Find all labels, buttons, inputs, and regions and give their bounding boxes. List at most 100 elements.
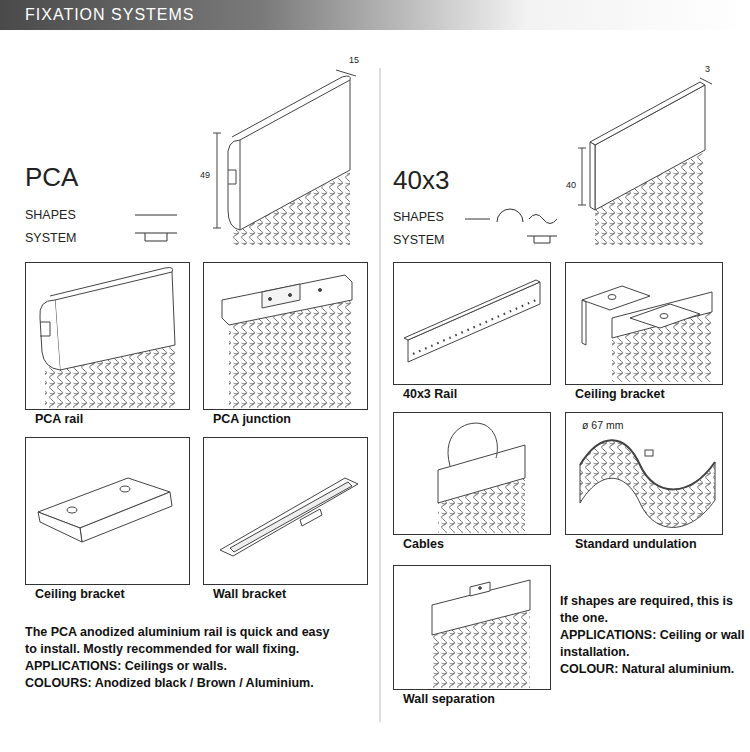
system-symbol bbox=[145, 233, 167, 241]
straight-shape-symbol bbox=[465, 219, 490, 220]
product-panel: PCA rail bbox=[25, 262, 190, 410]
bracket-flange bbox=[80, 492, 172, 542]
dimension-line bbox=[336, 70, 356, 76]
product-panel: Cables bbox=[393, 412, 551, 535]
bracket-flange bbox=[38, 512, 82, 542]
rail-groove bbox=[40, 322, 50, 336]
dimension: 40 bbox=[566, 180, 576, 190]
pca-junction-detail bbox=[222, 275, 352, 408]
screw-hole bbox=[120, 486, 130, 492]
bracket-bar bbox=[220, 478, 358, 556]
rail-edge bbox=[590, 142, 595, 210]
rail-edge bbox=[232, 76, 350, 137]
wave-shape-symbol bbox=[529, 215, 557, 224]
flat-rail-detail bbox=[404, 280, 540, 362]
dimension: 15 bbox=[349, 55, 359, 65]
panel-caption: Ceiling bracket bbox=[35, 587, 125, 601]
dimension-tick bbox=[213, 228, 221, 229]
rail-edge bbox=[50, 268, 173, 297]
dimension-line bbox=[582, 148, 583, 205]
rail-face bbox=[408, 282, 540, 362]
rail-profile bbox=[228, 140, 240, 230]
column-divider bbox=[380, 68, 381, 722]
ceiling-bracket-detail bbox=[582, 286, 712, 382]
bracket-channel bbox=[230, 482, 352, 552]
dimension-tick bbox=[213, 133, 221, 134]
page-title: FIXATION SYSTEMS bbox=[25, 6, 195, 24]
product-panel: Wall separation bbox=[393, 565, 551, 690]
bracket-plate bbox=[582, 286, 650, 310]
ceiling-bracket-detail bbox=[38, 478, 172, 542]
field-label: SYSTEM bbox=[393, 233, 444, 247]
rail-face bbox=[595, 85, 705, 210]
description-text: COLOUR: Natural aluminium. bbox=[560, 661, 746, 678]
bracket-tab bbox=[300, 509, 322, 526]
screw-hole bbox=[660, 314, 668, 319]
dimension: 49 bbox=[200, 170, 210, 180]
product-name: PCA bbox=[25, 163, 78, 193]
waved-rail bbox=[580, 440, 715, 489]
rail-face bbox=[55, 272, 175, 370]
dimension-tick bbox=[578, 148, 586, 149]
screw-hole bbox=[479, 587, 482, 590]
rail-edge bbox=[590, 82, 705, 145]
header-bar bbox=[0, 0, 750, 30]
cables-detail bbox=[438, 423, 525, 533]
panel-caption: Standard undulation bbox=[575, 537, 697, 551]
panel-caption: 40x3 Rail bbox=[403, 387, 457, 401]
product-panel: Ceiling bracket bbox=[25, 437, 190, 585]
description-block: The PCA anodized aluminium rail is quick… bbox=[25, 624, 330, 692]
rail-face bbox=[438, 445, 525, 503]
junction-piece bbox=[262, 284, 300, 308]
description-text: APPLICATIONS: Ceilings or walls. bbox=[25, 658, 330, 675]
product-name: 40x3 bbox=[393, 166, 449, 196]
description-block: If shapes are required, this is the one.… bbox=[560, 593, 746, 678]
panel-caption: PCA rail bbox=[35, 412, 83, 426]
rail-holes bbox=[413, 300, 536, 354]
straight-shape-symbol bbox=[135, 215, 177, 216]
system-symbol bbox=[527, 236, 557, 237]
field-label: SHAPES bbox=[393, 210, 444, 224]
rail-profile bbox=[40, 300, 60, 370]
field-label: SHAPES bbox=[25, 208, 76, 222]
rail-clip bbox=[645, 450, 653, 456]
panel-caption: Wall separation bbox=[403, 692, 495, 706]
description-text: COLOURS: Anodized black / Brown / Alumin… bbox=[25, 675, 330, 692]
rivet bbox=[269, 298, 272, 301]
dimension: 3 bbox=[705, 64, 710, 74]
product-panel: PCA junction bbox=[203, 262, 368, 410]
rail-groove bbox=[228, 170, 236, 184]
wall-separation-detail bbox=[432, 580, 530, 688]
rail-edge bbox=[404, 280, 540, 340]
bracket-plate bbox=[630, 304, 700, 328]
panel-caption: Cables bbox=[403, 537, 444, 551]
product-panel: 40x3 Rail bbox=[393, 262, 551, 385]
pca-rail-detail bbox=[40, 268, 175, 409]
rivet bbox=[319, 289, 322, 292]
product-panel: Ceiling bracket bbox=[565, 262, 723, 385]
dimension-line bbox=[700, 78, 712, 84]
dimension-tick bbox=[578, 205, 586, 206]
wall-bracket-detail bbox=[220, 478, 358, 556]
dimension-line bbox=[217, 133, 218, 228]
product-panel: Standard undulation bbox=[565, 412, 723, 535]
screw-hole bbox=[67, 507, 77, 513]
product-panel: Wall bracket bbox=[203, 437, 368, 585]
system-symbol bbox=[135, 233, 177, 234]
description-text: The PCA anodized aluminium rail is quick… bbox=[25, 624, 330, 658]
separation-tab bbox=[470, 582, 490, 596]
arch-shape-symbol bbox=[497, 209, 523, 222]
waved-curtain bbox=[580, 440, 715, 527]
panel-caption: Wall bracket bbox=[213, 587, 286, 601]
panel-caption: Ceiling bracket bbox=[575, 387, 665, 401]
panel-caption: PCA junction bbox=[213, 412, 291, 426]
description-text: If shapes are required, this is the one. bbox=[560, 593, 746, 627]
bracket-leg bbox=[582, 300, 586, 345]
description-text: APPLICATIONS: Ceiling or wall installati… bbox=[560, 627, 746, 661]
pca-rail-figure bbox=[213, 70, 356, 245]
system-symbol bbox=[534, 236, 550, 243]
flat-rail-figure bbox=[578, 78, 712, 245]
screw-hole bbox=[608, 295, 616, 300]
dimension: ø 67 mm bbox=[582, 419, 623, 431]
field-label: SYSTEM bbox=[25, 231, 76, 245]
